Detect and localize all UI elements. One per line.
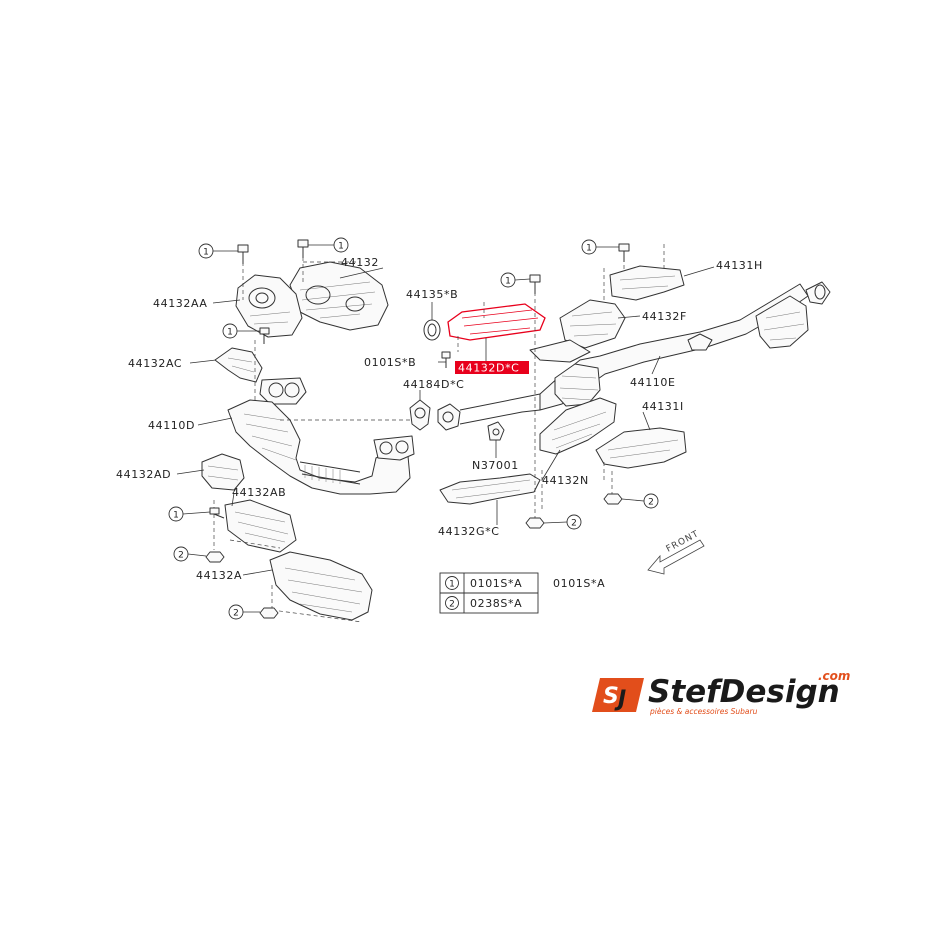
callout-2-a: 2 [173,546,207,562]
mount-N37001 [487,421,505,441]
highlight-box [455,361,529,374]
label-44135B: 44135*B [406,288,458,301]
heat-shield-44132AC [214,347,263,383]
gasket-44184DC [409,399,431,431]
legend-table: 1 0101S*A 2 0238S*A [439,572,539,614]
center-pipe [437,393,541,431]
svg-text:1: 1 [586,244,592,254]
heat-shield-44132AA [235,274,303,338]
stefdesign-logo: S J StefDesign .com pièces & accessoires… [592,669,850,716]
legend-code-2: 0238S*A [470,597,522,610]
legend-code-1: 0101S*A [470,577,522,590]
callout-1-f: 1 [581,239,619,255]
label-44132N: 44132N [542,474,589,487]
svg-text:1: 1 [227,328,233,338]
heat-shield-44132AD [201,453,245,491]
heat-shield-44132DC-highlighted[interactable] [447,303,546,341]
callout-1-c: 1 [222,323,260,339]
svg-text:2: 2 [571,519,577,529]
label-44132F: 44132F [642,310,687,323]
svg-text:1: 1 [173,511,179,521]
svg-text:1: 1 [338,242,344,252]
label-44132AA: 44132AA [153,297,208,310]
label-44132DC-highlighted[interactable]: 44132D*C [458,362,519,375]
center-pipe-44110E [539,281,831,411]
svg-text:J: J [614,687,626,712]
label-44132AC: 44132AC [128,357,182,370]
callout-1-e: 1 [500,272,531,288]
logo-wordmark: StefDesign [648,674,840,710]
svg-text:2: 2 [233,609,239,619]
legend-symbol-1: 1 [449,580,455,590]
label-44132AB: 44132AB [232,486,286,499]
label-N37001: N37001 [472,459,519,472]
label-44110D: 44110D [148,419,195,432]
logo-domain: .com [818,669,850,683]
front-pipe-44110D [227,377,415,495]
svg-text:2: 2 [648,498,654,508]
logo-tagline: pièces & accessoires Subaru [649,707,758,716]
label-44131I: 44131I [642,400,684,413]
label-44110E: 44110E [630,376,676,389]
heat-shield-44131I [595,427,687,469]
front-arrow: FRONT [647,529,705,575]
catalytic-converter [529,299,626,363]
heat-shield-44131H [609,265,685,301]
callout-2-c: 2 [543,514,582,530]
heat-shield-44132AB [224,499,297,553]
label-44132AD: 44132AD [116,468,171,481]
heat-shield-44132GC [439,473,541,505]
label-44184DC: 44184D*C [403,378,464,391]
svg-text:1: 1 [203,248,209,258]
label-44132GC: 44132G*C [438,525,500,538]
label-44132: 44132 [341,256,379,269]
label-44131H: 44131H [716,259,763,272]
heat-shield-44132A [269,551,373,621]
callout-2-b: 2 [228,604,260,620]
logo-mark [592,678,644,712]
gasket-ring-44135B [423,319,441,341]
label-standalone-0101SA: 0101S*A [553,577,605,590]
svg-text:2: 2 [178,551,184,561]
heat-shield-44132N [539,397,617,455]
callout-2-d: 2 [621,493,659,509]
label-0101SB: 0101S*B [364,356,416,369]
heat-shield-44132 [289,261,389,331]
leader-lines [176,266,715,576]
legend-symbol-2: 2 [449,600,455,610]
fasteners [205,239,630,619]
svg-text:1: 1 [505,277,511,287]
callout-1-d: 1 [168,506,211,522]
bolt-0101SB [441,351,451,368]
label-44132A: 44132A [196,569,242,582]
callout-1-b: 1 [308,237,349,253]
callout-1-a: 1 [198,243,238,259]
svg-text:S: S [603,684,619,709]
